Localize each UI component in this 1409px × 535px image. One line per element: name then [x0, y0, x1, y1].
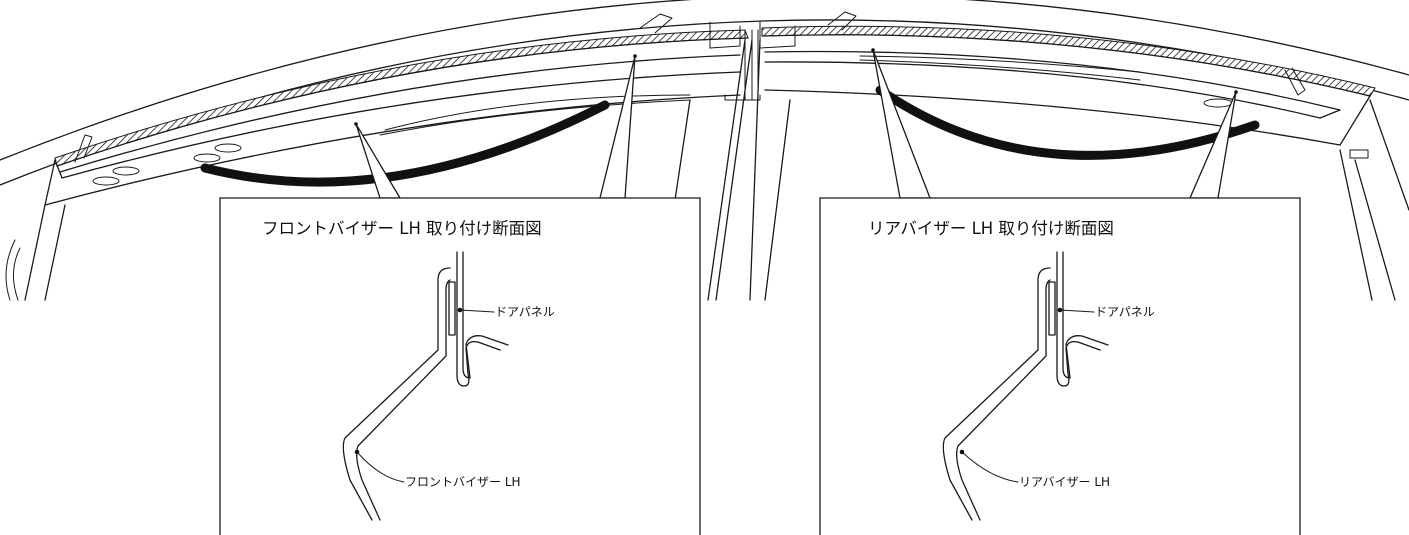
front-section-panel: フロントバイザー LH 取り付け断面図 ドアパネル フロントバイザー LH [219, 197, 701, 535]
rear-visor-label: リアバイザー LH [1019, 475, 1110, 489]
left-body-lines [5, 204, 66, 301]
rear-door-panel-shape [1056, 251, 1101, 387]
front-weatherstrip [200, 100, 610, 187]
rear-callout-pointer [871, 48, 1238, 199]
rear-visor-hole-1 [1203, 98, 1233, 108]
rear-visor-drawing [759, 11, 1409, 301]
rear-section-panel: リアバイザー LH 取り付け断面図 ドアパネル リアバイザー LH [819, 197, 1301, 535]
front-section-title: フロントバイザー LH 取り付け断面図 [262, 219, 542, 238]
front-visor-hole-3 [193, 153, 221, 163]
rear-visor-section-shape [942, 267, 1051, 521]
front-visor-hole-1 [92, 176, 120, 186]
front-visor-section-shape [342, 267, 451, 521]
front-door-panel-shape [456, 251, 501, 387]
rear-door-panel-label: ドアパネル [1095, 305, 1155, 319]
front-door-panel-label: ドアパネル [495, 305, 555, 319]
rear-section-title: リアバイザー LH 取り付け断面図 [868, 219, 1114, 238]
rear-weatherstrip [875, 85, 1260, 160]
front-visor-label: フロントバイザー LH [405, 475, 521, 489]
front-visor-hole-2 [112, 166, 140, 176]
front-visor-hole-4 [214, 143, 242, 153]
front-visor-drawing [44, 13, 761, 206]
